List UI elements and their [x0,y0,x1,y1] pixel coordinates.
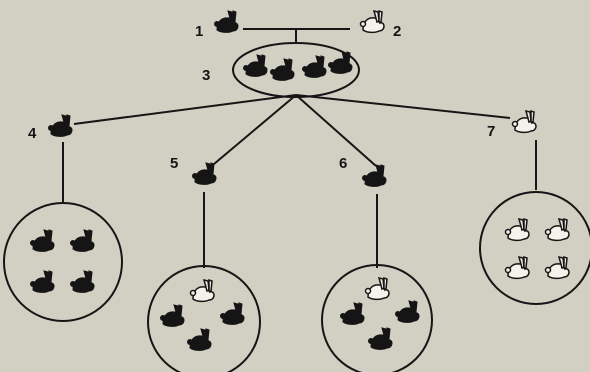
white-rabbit-icon [504,218,530,242]
branch-line-5 [213,94,297,165]
white-rabbit-icon [364,277,390,301]
offspring-circle-5 [147,265,261,372]
black-rabbit-icon [270,58,295,81]
label-2: 2 [393,23,401,40]
white-rabbit-icon [544,218,570,242]
white-rabbit-icon [359,10,385,34]
node-5: 5 [147,155,261,372]
label-3: 3 [202,67,210,84]
black-rabbit-icon [220,302,245,325]
black-rabbit-icon [30,229,55,252]
black-rabbit-icon [328,51,353,74]
black-rabbit-icon [243,54,268,77]
offspring-circle-7 [479,191,590,305]
black-rabbit-icon [368,327,393,350]
label-7: 7 [487,123,495,140]
black-rabbit-icon [30,270,55,293]
label-6: 6 [339,155,347,172]
white-rabbit-icon [504,256,530,280]
black-rabbit-icon [192,162,217,185]
label-1: 1 [195,23,203,40]
black-rabbit-icon [187,328,212,351]
black-rabbit-icon [340,302,365,325]
node-2: 2 [359,10,401,40]
black-rabbit-icon [302,55,327,78]
black-rabbit-icon [160,304,185,327]
black-rabbit-icon [362,164,387,187]
branch-line-4 [73,94,297,125]
branch-line-6 [295,94,377,167]
node-1: 1 [195,10,239,40]
node-3: 3 [202,42,360,98]
label-4: 4 [28,125,37,142]
label-5: 5 [170,155,178,172]
black-rabbit-icon [70,270,95,293]
offspring-circle-6 [321,264,433,372]
node-7: 7 [479,110,590,305]
white-rabbit-icon [189,279,215,303]
black-rabbit-icon [395,300,420,323]
node-4: 4 [3,114,123,322]
white-rabbit-icon [511,110,537,134]
branch-line-7 [295,94,511,119]
f1-group-ellipse [232,42,360,98]
node-6: 6 [321,155,433,372]
black-rabbit-icon [48,114,73,137]
white-rabbit-icon [544,256,570,280]
black-rabbit-icon [70,229,95,252]
black-rabbit-icon [214,10,239,33]
offspring-circle-4 [3,202,123,322]
